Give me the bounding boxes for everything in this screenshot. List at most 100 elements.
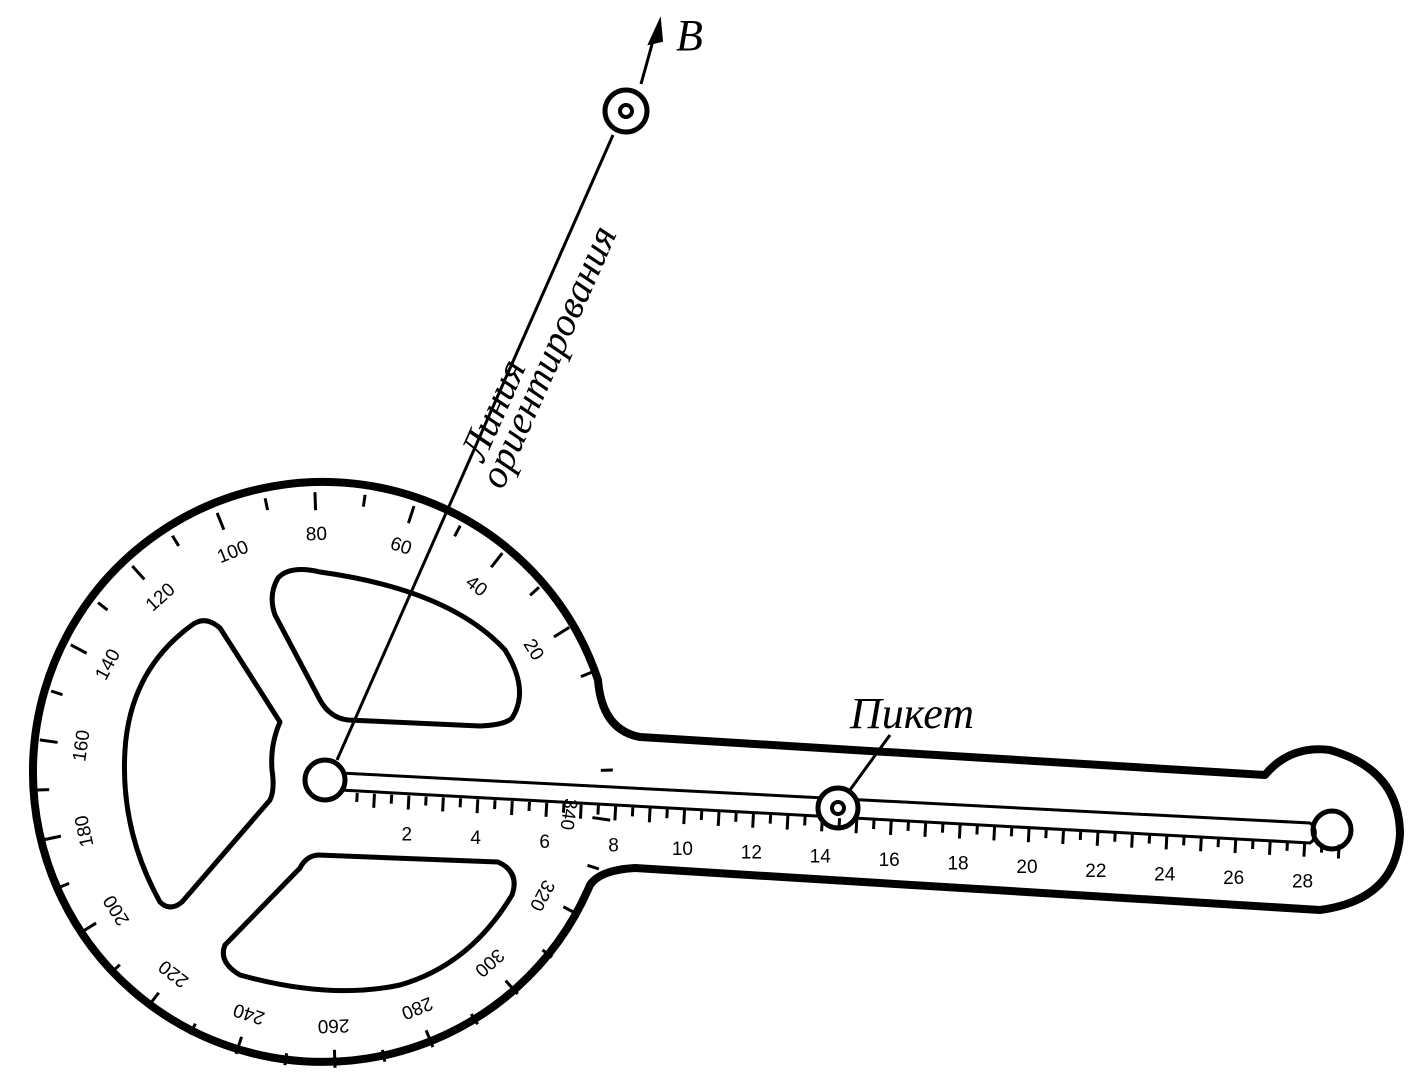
protractor-tick	[587, 863, 600, 871]
protractor-tick	[171, 534, 181, 547]
ruler-tick	[1199, 837, 1203, 852]
protractor-tick	[215, 512, 226, 531]
protractor-label: 220	[155, 955, 193, 991]
ruler-label: 14	[810, 846, 832, 867]
protractor-label: 100	[214, 537, 251, 568]
protractor-tick	[188, 1022, 197, 1035]
ruler-tick	[647, 808, 652, 823]
protractor-tick	[562, 905, 580, 917]
protractor-tick	[490, 552, 504, 569]
window-lower	[220, 852, 517, 994]
pivot-circle	[302, 757, 348, 803]
protractor-tick	[332, 1049, 337, 1068]
protractor-tick	[580, 670, 593, 678]
protractor-tick	[283, 1053, 289, 1066]
target-point-outer	[602, 87, 650, 135]
ruler-tick	[854, 819, 859, 834]
protractor-tick	[553, 626, 571, 639]
direction-arrow-head	[647, 16, 664, 46]
ruler-tick	[441, 797, 445, 812]
protractor-label: 140	[92, 646, 125, 684]
protractor-tick	[57, 882, 70, 890]
protractor-label: 280	[398, 992, 435, 1023]
ruler-tick	[1130, 833, 1134, 848]
protractor-label: 240	[231, 999, 268, 1029]
ruler-ticks	[355, 792, 1341, 859]
protractor-tick	[39, 738, 58, 744]
protractor-label: 60	[388, 533, 415, 560]
ruler-label: 8	[608, 835, 619, 856]
ruler-label: 10	[672, 839, 693, 860]
window-upper	[269, 567, 523, 729]
ruler-tick	[957, 824, 962, 839]
protractor-label: 260	[317, 1014, 349, 1036]
protractor-tick	[453, 525, 462, 538]
ruler-label: 26	[1223, 868, 1244, 889]
ruler-tick	[682, 810, 687, 825]
protractor-tick	[529, 586, 541, 597]
protractor-label: 160	[69, 729, 94, 763]
protractor-tick	[42, 834, 62, 842]
ruler-tick	[372, 793, 376, 808]
ruler-label: 6	[539, 832, 550, 853]
direction-label: В	[676, 11, 703, 60]
ruler-label: 22	[1085, 861, 1106, 882]
picket-point-inner	[830, 800, 846, 816]
protractor-label: 80	[306, 524, 328, 546]
ruler-label: 4	[470, 828, 481, 849]
protractor-tick	[79, 921, 97, 934]
protractor-label: 20	[519, 635, 548, 664]
protractor-tick	[469, 1013, 479, 1026]
picket-label: Пикет	[849, 689, 974, 738]
target-point-inner	[618, 103, 634, 119]
ruler-tick	[510, 800, 514, 816]
protractor-tick	[592, 816, 611, 822]
ruler-tick	[613, 806, 618, 821]
protractor-label: 200	[100, 891, 135, 929]
window-left	[121, 618, 283, 910]
slot-end-circle	[1310, 808, 1354, 852]
ruler-tick	[923, 822, 928, 837]
ruler-tick	[1026, 828, 1031, 843]
protractor-tick	[380, 1049, 387, 1063]
protractor-label: 180	[71, 813, 98, 848]
ruler-tick	[1164, 835, 1169, 850]
protractor-label: 120	[142, 579, 180, 616]
ruler-tick	[1267, 840, 1272, 855]
ruler-tick	[1302, 842, 1307, 857]
protractor-tick	[424, 1029, 435, 1048]
instrument-outline	[28, 477, 1404, 1066]
protractor-tick	[263, 497, 270, 511]
ruler-tick	[1233, 839, 1238, 854]
protractor-ticks	[37, 492, 613, 1068]
ruler-label: 20	[1016, 857, 1037, 878]
protractor-tick	[131, 564, 146, 581]
protractor-tick	[313, 492, 318, 511]
ruler-label: 12	[741, 843, 762, 864]
ruler-tick	[1336, 844, 1341, 859]
ruler-tick	[475, 799, 480, 814]
protractor-tick	[541, 948, 553, 959]
orientation-line	[335, 134, 615, 761]
ruler-tick	[578, 804, 583, 819]
protractor-tick	[407, 505, 416, 524]
protractor-tick	[50, 689, 63, 697]
protractor-tick	[504, 979, 519, 996]
protractor-tick	[361, 494, 367, 507]
ruler-tick	[1095, 831, 1100, 846]
ruler-label: 2	[402, 825, 413, 846]
ruler-tick	[406, 795, 411, 810]
ruler-tick	[716, 811, 721, 826]
ruler-tick	[785, 815, 790, 830]
ruler-label: 24	[1154, 864, 1176, 885]
protractor-tick	[109, 963, 121, 974]
ruler-tick	[751, 813, 755, 828]
protractor-label: 320	[525, 876, 558, 914]
protractor-label: 300	[470, 944, 508, 981]
protractor-tick	[146, 991, 160, 1008]
protractor-tick	[97, 601, 109, 612]
ruler-tick	[889, 820, 893, 836]
